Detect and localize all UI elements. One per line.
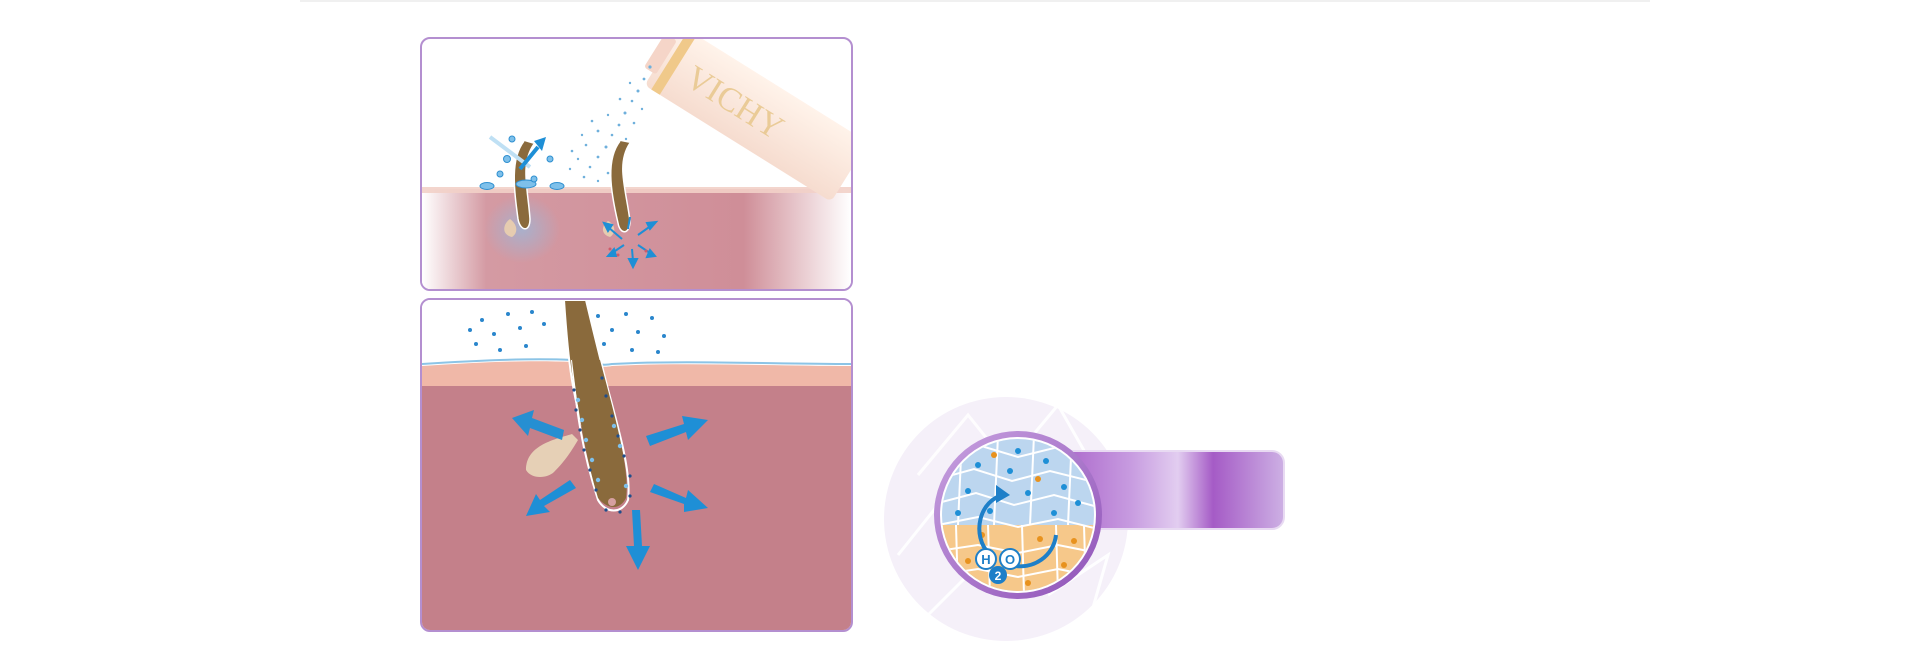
water-droplet-icon: [468, 310, 666, 354]
arrow-icon: [602, 216, 659, 270]
spray-application-panel: VICHY: [420, 37, 853, 291]
formula-two: 2: [995, 569, 1002, 583]
follicle-dots: [608, 247, 648, 257]
arrow-icon: [512, 410, 708, 570]
top-divider: [300, 0, 1650, 2]
sebaceous-gland: [504, 219, 517, 237]
water-droplet-icon: [479, 135, 565, 190]
epidermis-layer: [422, 187, 851, 193]
follicle-detail-panel: [420, 298, 853, 632]
sebaceous-gland: [526, 434, 578, 477]
spray-scene: VICHY: [422, 39, 851, 289]
follicle-scene: [422, 300, 851, 630]
dermis-layer: [422, 386, 851, 630]
formula-o: O: [1005, 552, 1015, 567]
epidermis-layer: [422, 360, 851, 386]
follicle-dots: [572, 376, 632, 514]
spray-can-icon: VICHY: [645, 39, 851, 200]
arrow-icon: [488, 135, 546, 171]
water-molecule-icon: H O 2: [975, 548, 1021, 584]
sweat-glow: [484, 195, 560, 263]
spray-mist: [568, 65, 652, 183]
hair-follicle-icon: [610, 140, 631, 233]
water-droplet-icon: [575, 397, 629, 489]
cell-magnifier: H O 2: [884, 397, 1285, 641]
formula-h: H: [981, 552, 990, 567]
